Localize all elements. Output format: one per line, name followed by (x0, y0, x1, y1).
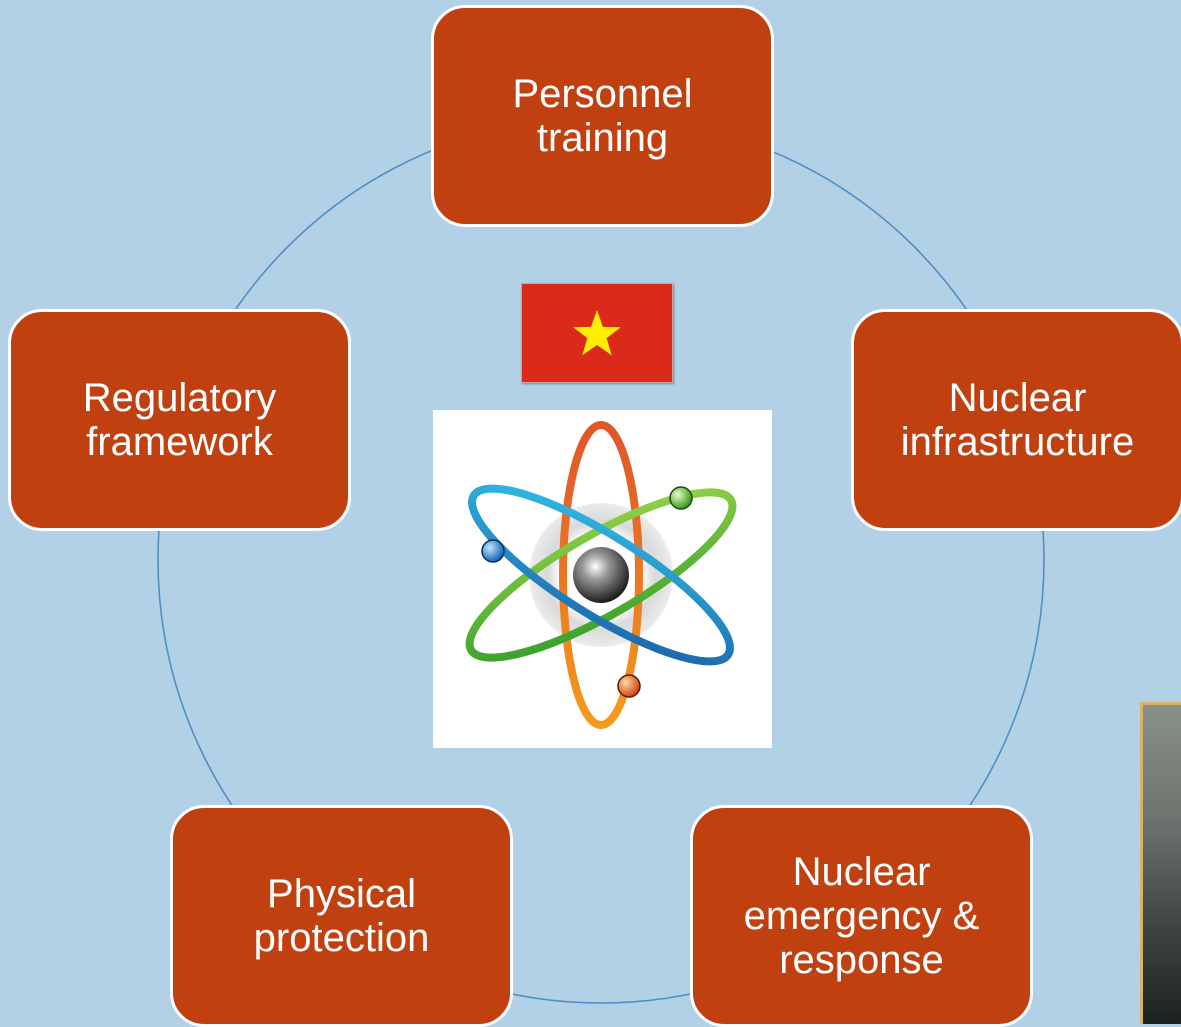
node-label-line: emergency & (743, 894, 980, 938)
node-personnel-training: Personnel training (431, 5, 774, 227)
node-label-line: framework (86, 420, 273, 464)
node-label-line: protection (253, 916, 430, 960)
node-label-line: infrastructure (900, 420, 1135, 464)
node-label-line: training (536, 116, 669, 160)
node-label-line: Regulatory (82, 376, 277, 420)
node-label-line: Physical (267, 872, 416, 916)
node-nuclear-emergency-response: Nuclear emergency & response (690, 805, 1033, 1027)
star-icon (573, 310, 621, 356)
node-physical-protection: Physical protection (170, 805, 513, 1027)
node-label-line: Personnel (512, 72, 693, 116)
node-label-line: response (779, 938, 944, 982)
speaker-photo (1140, 702, 1181, 1024)
node-label-line: Nuclear (948, 376, 1087, 420)
node-regulatory-framework: Regulatory framework (8, 309, 351, 531)
atom-icon (465, 421, 737, 729)
atom-emblem (433, 410, 772, 748)
node-label-line: Nuclear (792, 850, 931, 894)
vietnam-flag-icon (521, 283, 673, 383)
node-nuclear-infrastructure: Nuclear infrastructure (851, 309, 1181, 531)
